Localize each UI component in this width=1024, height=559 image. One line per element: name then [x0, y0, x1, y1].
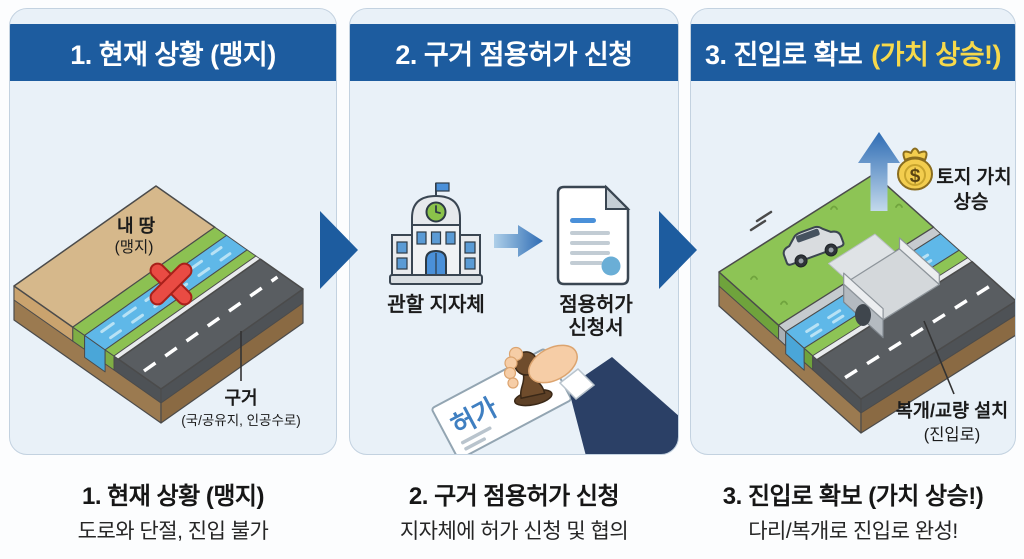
- bridge-sublabel: (진입로): [924, 425, 981, 444]
- step-1-caption-title: 1. 현재 상황 (맹지): [82, 483, 264, 510]
- step-3-header: 3. 진입로 확보 (가치 상승!): [691, 24, 1015, 81]
- step-3-card: 3. 진입로 확보 (가치 상승!): [690, 8, 1016, 455]
- document-icon: [556, 184, 631, 286]
- government-building-icon: [389, 182, 483, 285]
- bridge-label: 복개/교량 설치: [896, 400, 1008, 421]
- step-2-caption-title: 2. 구거 점용허가 신청: [408, 483, 620, 510]
- step-3-caption-title: 3. 진입로 확보 (가치 상승!): [722, 483, 984, 510]
- step-2-illustration: 관할 지자체 점용허가 신청서 허가: [387, 182, 678, 454]
- step-2-caption-subtitle: 지자체에 허가 신청 및 협의: [399, 520, 629, 543]
- step-3-header-text: 3. 진입로 확보: [704, 40, 863, 70]
- red-x-icon: [149, 262, 193, 306]
- step-1-illustration: 내 땅 (맹지) 구거 (국/공유지, 인공수로): [13, 185, 304, 428]
- step-2-header: 2. 구거 점용허가 신청: [350, 24, 678, 81]
- bridge-culvert: [843, 237, 940, 339]
- step-3-caption: 3. 진입로 확보 (가치 상승!) 다리/복개로 진입로 완성!: [690, 476, 1016, 545]
- document-label-line1: 점용허가: [559, 293, 633, 316]
- bridge-leader-line: [923, 320, 955, 395]
- document-label-line2: 신청서: [568, 316, 623, 339]
- suit-sleeve: [568, 357, 678, 454]
- step-3-header-accent: (가치 상승!): [871, 40, 1002, 70]
- up-arrow-icon: [858, 132, 900, 211]
- step-3-illustration: $ 토지 가치 상승 복개/교량 설치 (진입로): [718, 132, 1015, 444]
- my-land-sublabel: (맹지): [115, 238, 154, 256]
- money-symbol: $: [910, 166, 921, 187]
- step-2-caption: 2. 구거 점용허가 신청 지자체에 허가 신청 및 협의: [349, 476, 679, 545]
- car-icon: [782, 225, 845, 268]
- step-3-caption-subtitle: 다리/복개로 진입로 완성!: [748, 520, 958, 543]
- step-1-caption-subtitle: 도로와 단절, 진입 불가: [77, 520, 269, 543]
- step-1-card: 1. 현재 상황 (맹지) 내: [9, 8, 337, 455]
- my-land-label: 내 땅: [117, 216, 156, 236]
- ditch-sublabel: (국/공유지, 인공수로): [181, 413, 301, 428]
- motion-dashes: [749, 210, 773, 232]
- step-1-caption: 1. 현재 상황 (맹지) 도로와 단절, 진입 불가: [9, 476, 337, 545]
- step-2-header-text: 2. 구거 점용허가 신청: [395, 40, 633, 70]
- building-label: 관할 지자체: [387, 293, 485, 316]
- hand-illustration: [503, 344, 578, 389]
- right-arrow-icon: [494, 225, 543, 257]
- value-label-line1: 토지 가치: [936, 166, 1011, 188]
- step-2-card: 2. 구거 점용허가 신청 관할: [349, 8, 679, 455]
- step-1-header-text: 1. 현재 상황 (맹지): [70, 40, 276, 70]
- step-arrow-2-icon: [659, 211, 697, 289]
- shirt-cuff: [558, 368, 596, 400]
- value-label-line2: 상승: [954, 191, 989, 213]
- ditch-label: 구거: [224, 388, 257, 408]
- step-arrow-1-icon: [320, 211, 358, 289]
- money-bag-icon: $: [897, 147, 933, 191]
- step-1-header: 1. 현재 상황 (맹지): [10, 24, 336, 81]
